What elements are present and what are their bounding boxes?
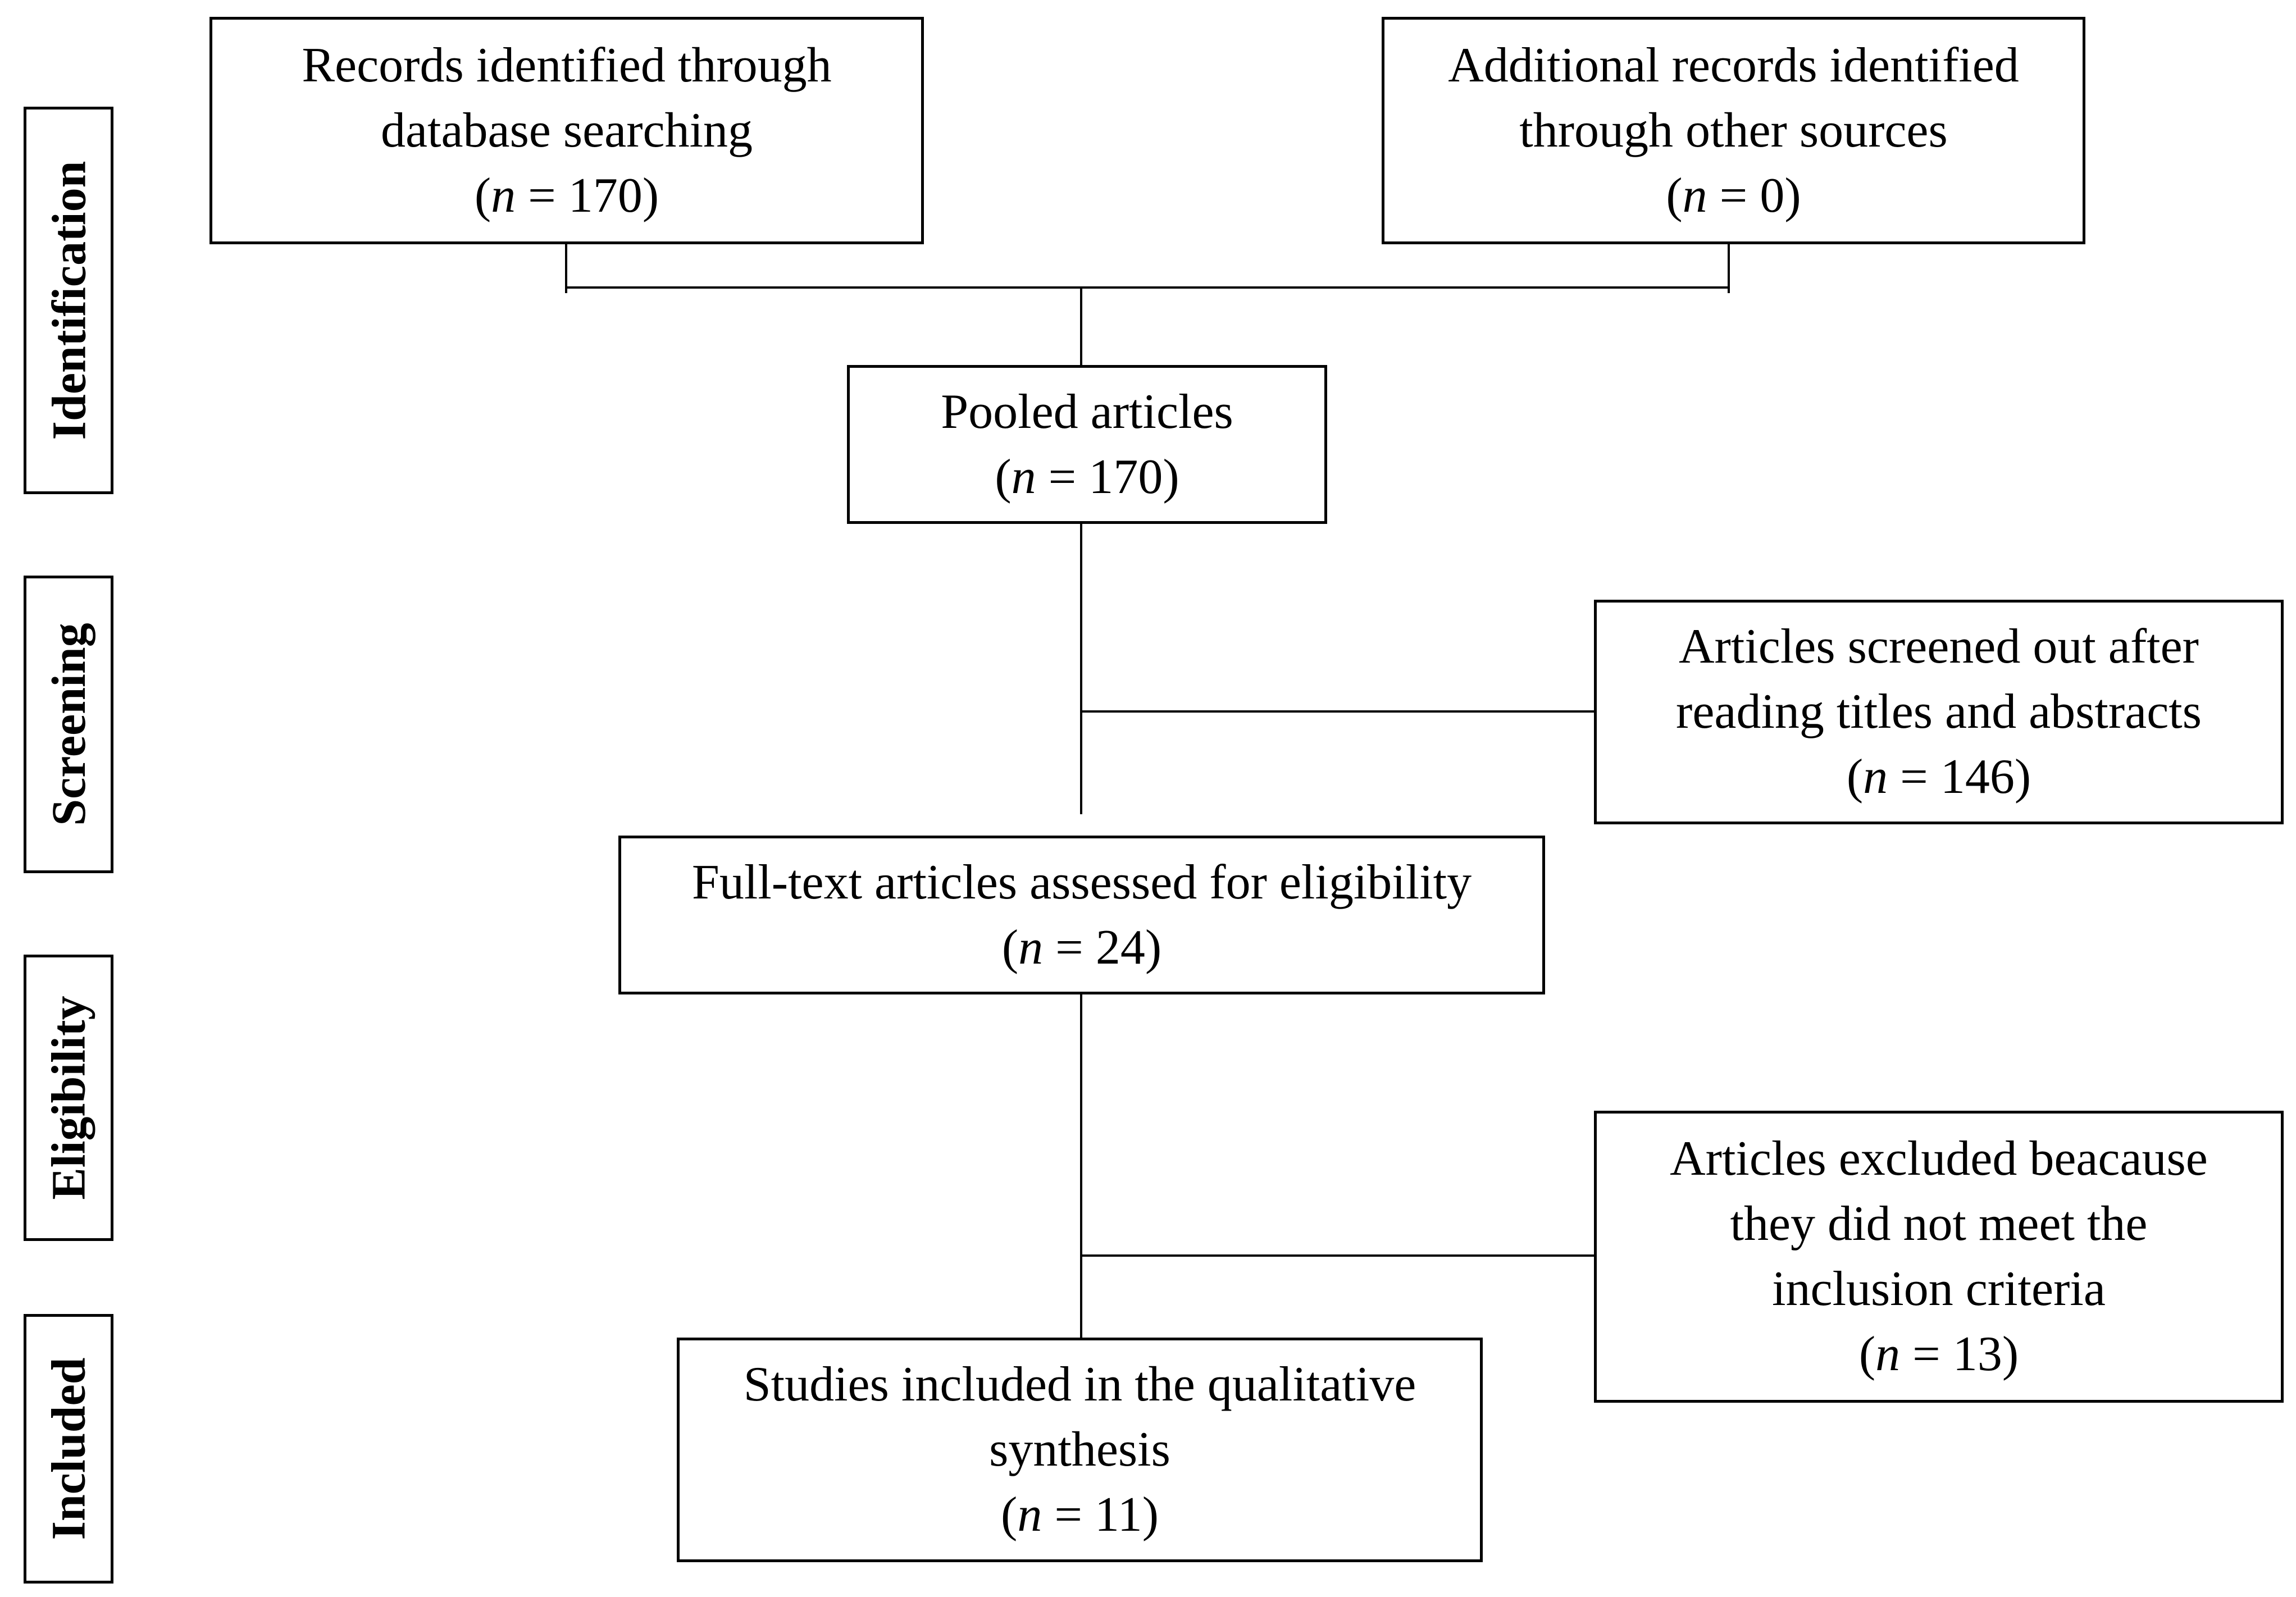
box-screened-line-2: reading titles and abstracts xyxy=(1676,685,2202,739)
stage-screening-label: Screening xyxy=(42,623,96,826)
box-screened-line-1: Articles screened out after xyxy=(1679,619,2199,674)
stage-screening: Screening xyxy=(24,576,113,873)
box-excluded: Articles excluded beacause they did not … xyxy=(1594,1111,2284,1403)
stage-included-label: Included xyxy=(42,1357,95,1540)
box-other-count: (n = 0) xyxy=(1666,168,1801,223)
connector-to-screened-out xyxy=(1080,710,1597,713)
box-screened-out: Articles screened out after reading titl… xyxy=(1594,600,2284,824)
box-included-count: (n = 11) xyxy=(1001,1488,1159,1542)
box-excluded-count: (n = 13) xyxy=(1858,1327,2019,1381)
connector-top-merge xyxy=(565,286,1730,289)
connector-other-down xyxy=(1728,241,1730,293)
connector-to-excluded xyxy=(1080,1254,1597,1257)
connector-merge-to-pooled xyxy=(1080,286,1082,368)
stage-identification: Identification xyxy=(24,107,113,494)
box-pooled-articles: Pooled articles (n = 170) xyxy=(847,365,1327,524)
box-included-studies: Studies included in the qualitative synt… xyxy=(677,1338,1483,1562)
box-database-records: Records identified through database sear… xyxy=(209,17,924,244)
box-other-line-2: through other sources xyxy=(1519,103,1948,158)
box-database-line-2: database searching xyxy=(380,103,753,158)
connector-database-down xyxy=(565,241,567,293)
box-pooled-line-1: Pooled articles xyxy=(941,384,1233,439)
stage-eligibility: Eligibility xyxy=(24,955,113,1241)
box-other-sources: Additional records identified through ot… xyxy=(1382,17,2085,244)
box-database-count: (n = 170) xyxy=(474,168,659,223)
stage-eligibility-label: Eligibility xyxy=(42,996,96,1200)
stage-included: Included xyxy=(24,1314,113,1584)
box-database-line-1: Records identified through xyxy=(302,38,832,93)
box-excluded-line-1: Articles excluded beacause xyxy=(1670,1131,2208,1186)
box-other-line-1: Additional records identified xyxy=(1448,38,2019,93)
box-fulltext-assessed: Full-text articles assessed for eligibil… xyxy=(618,836,1545,994)
connector-pooled-to-fulltext xyxy=(1080,522,1082,814)
connector-fulltext-to-included xyxy=(1080,993,1082,1342)
box-pooled-count: (n = 170) xyxy=(995,449,1179,504)
box-fulltext-line-1: Full-text articles assessed for eligibil… xyxy=(691,855,1472,910)
box-fulltext-count: (n = 24) xyxy=(1001,920,1162,975)
box-screened-count: (n = 146) xyxy=(1846,750,2031,804)
box-included-line-2: synthesis xyxy=(989,1422,1170,1477)
box-excluded-line-3: inclusion criteria xyxy=(1772,1262,2106,1316)
stage-identification-label: Identification xyxy=(42,161,95,440)
box-included-line-1: Studies included in the qualitative xyxy=(743,1357,1416,1412)
box-excluded-line-2: they did not meet the xyxy=(1730,1197,2148,1251)
